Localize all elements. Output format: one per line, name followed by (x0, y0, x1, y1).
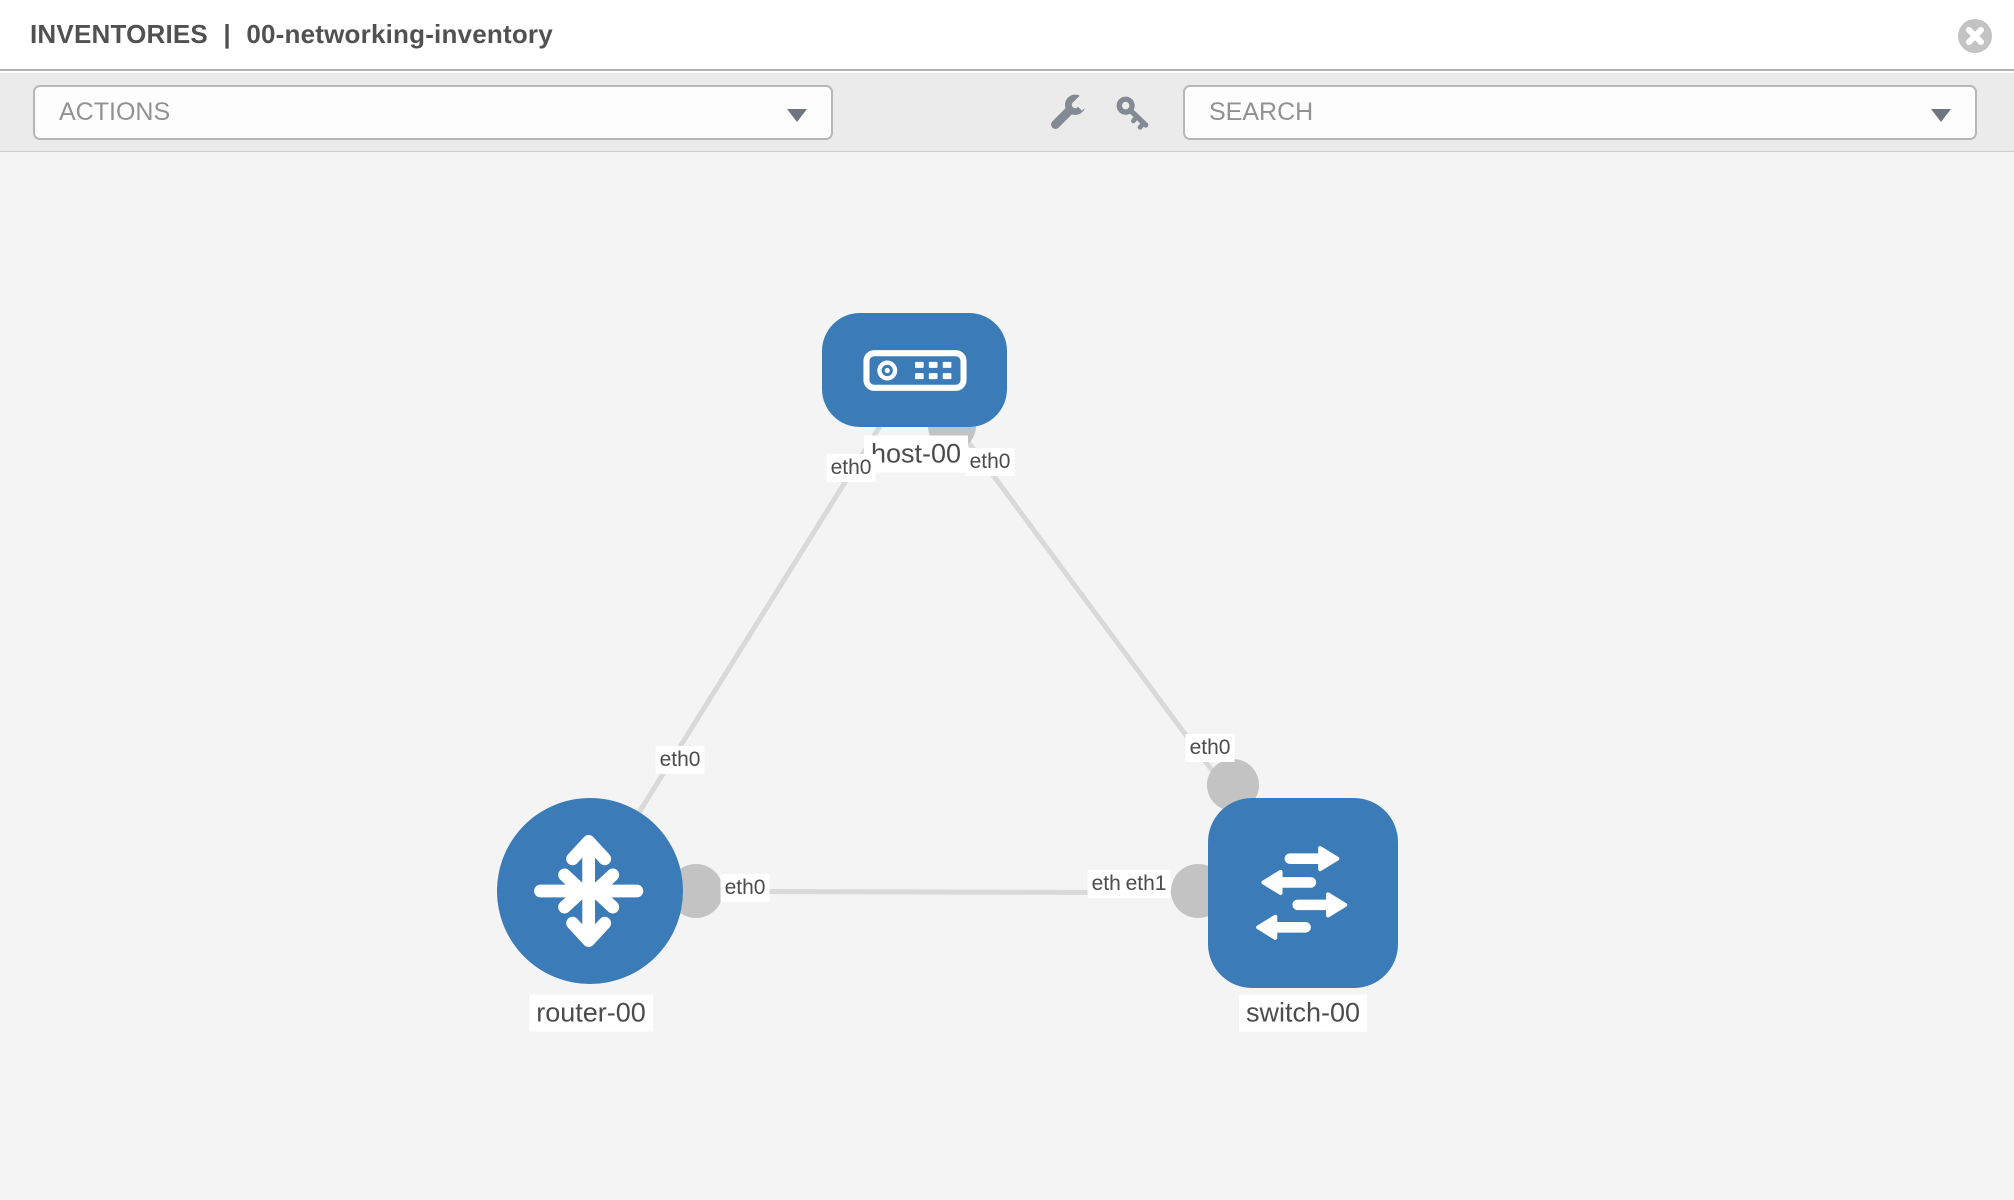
node-host[interactable] (822, 313, 1007, 427)
interface-label-switch-top: eth0 (1185, 734, 1235, 762)
router-icon (534, 835, 644, 947)
interface-label-router-top: eth0 (655, 746, 705, 774)
interface-label-router-right: eth0 (720, 874, 770, 902)
host-icon (862, 349, 967, 391)
node-label-switch: switch-00 (1238, 994, 1368, 1032)
search-dropdown[interactable]: SEARCH (1183, 85, 1977, 140)
close-button[interactable] (1958, 19, 1992, 53)
switch-icon (1256, 846, 1348, 940)
links-layer (587, 368, 1306, 918)
title-section: INVENTORIES (30, 19, 208, 49)
node-router[interactable] (497, 798, 683, 984)
close-icon (1966, 27, 1984, 45)
interface-dot-router (669, 864, 723, 918)
credentials-button[interactable] (1111, 91, 1155, 135)
node-switch[interactable] (1208, 798, 1398, 988)
wrench-icon (1051, 94, 1086, 129)
interface-label-switch-left-front: eth1 (1121, 870, 1171, 898)
chevron-down-icon (1931, 109, 1951, 122)
node-label-host: host-00 (863, 435, 969, 473)
toolbar: ACTIONS SEARCH (0, 73, 2014, 152)
node-label-router: router-00 (529, 994, 653, 1032)
header: INVENTORIES | 00-networking-inventory (0, 0, 2014, 71)
title-inventory-name: 00-networking-inventory (246, 19, 553, 49)
interface-label-host-left: eth0 (826, 454, 876, 482)
actions-dropdown[interactable]: ACTIONS (33, 85, 833, 140)
interface-label-host-right: eth0 (965, 448, 1015, 476)
key-icon (1116, 96, 1149, 130)
topology-canvas[interactable]: host-00 router-00 switch-00 eth0 eth0 et… (0, 152, 2014, 1200)
page-title: INVENTORIES | 00-networking-inventory (30, 19, 561, 50)
actions-dropdown-label: ACTIONS (59, 98, 171, 126)
search-dropdown-label: SEARCH (1209, 98, 1314, 126)
tools-button[interactable] (1045, 91, 1089, 135)
chevron-down-icon (787, 109, 807, 122)
title-separator: | (223, 19, 231, 49)
